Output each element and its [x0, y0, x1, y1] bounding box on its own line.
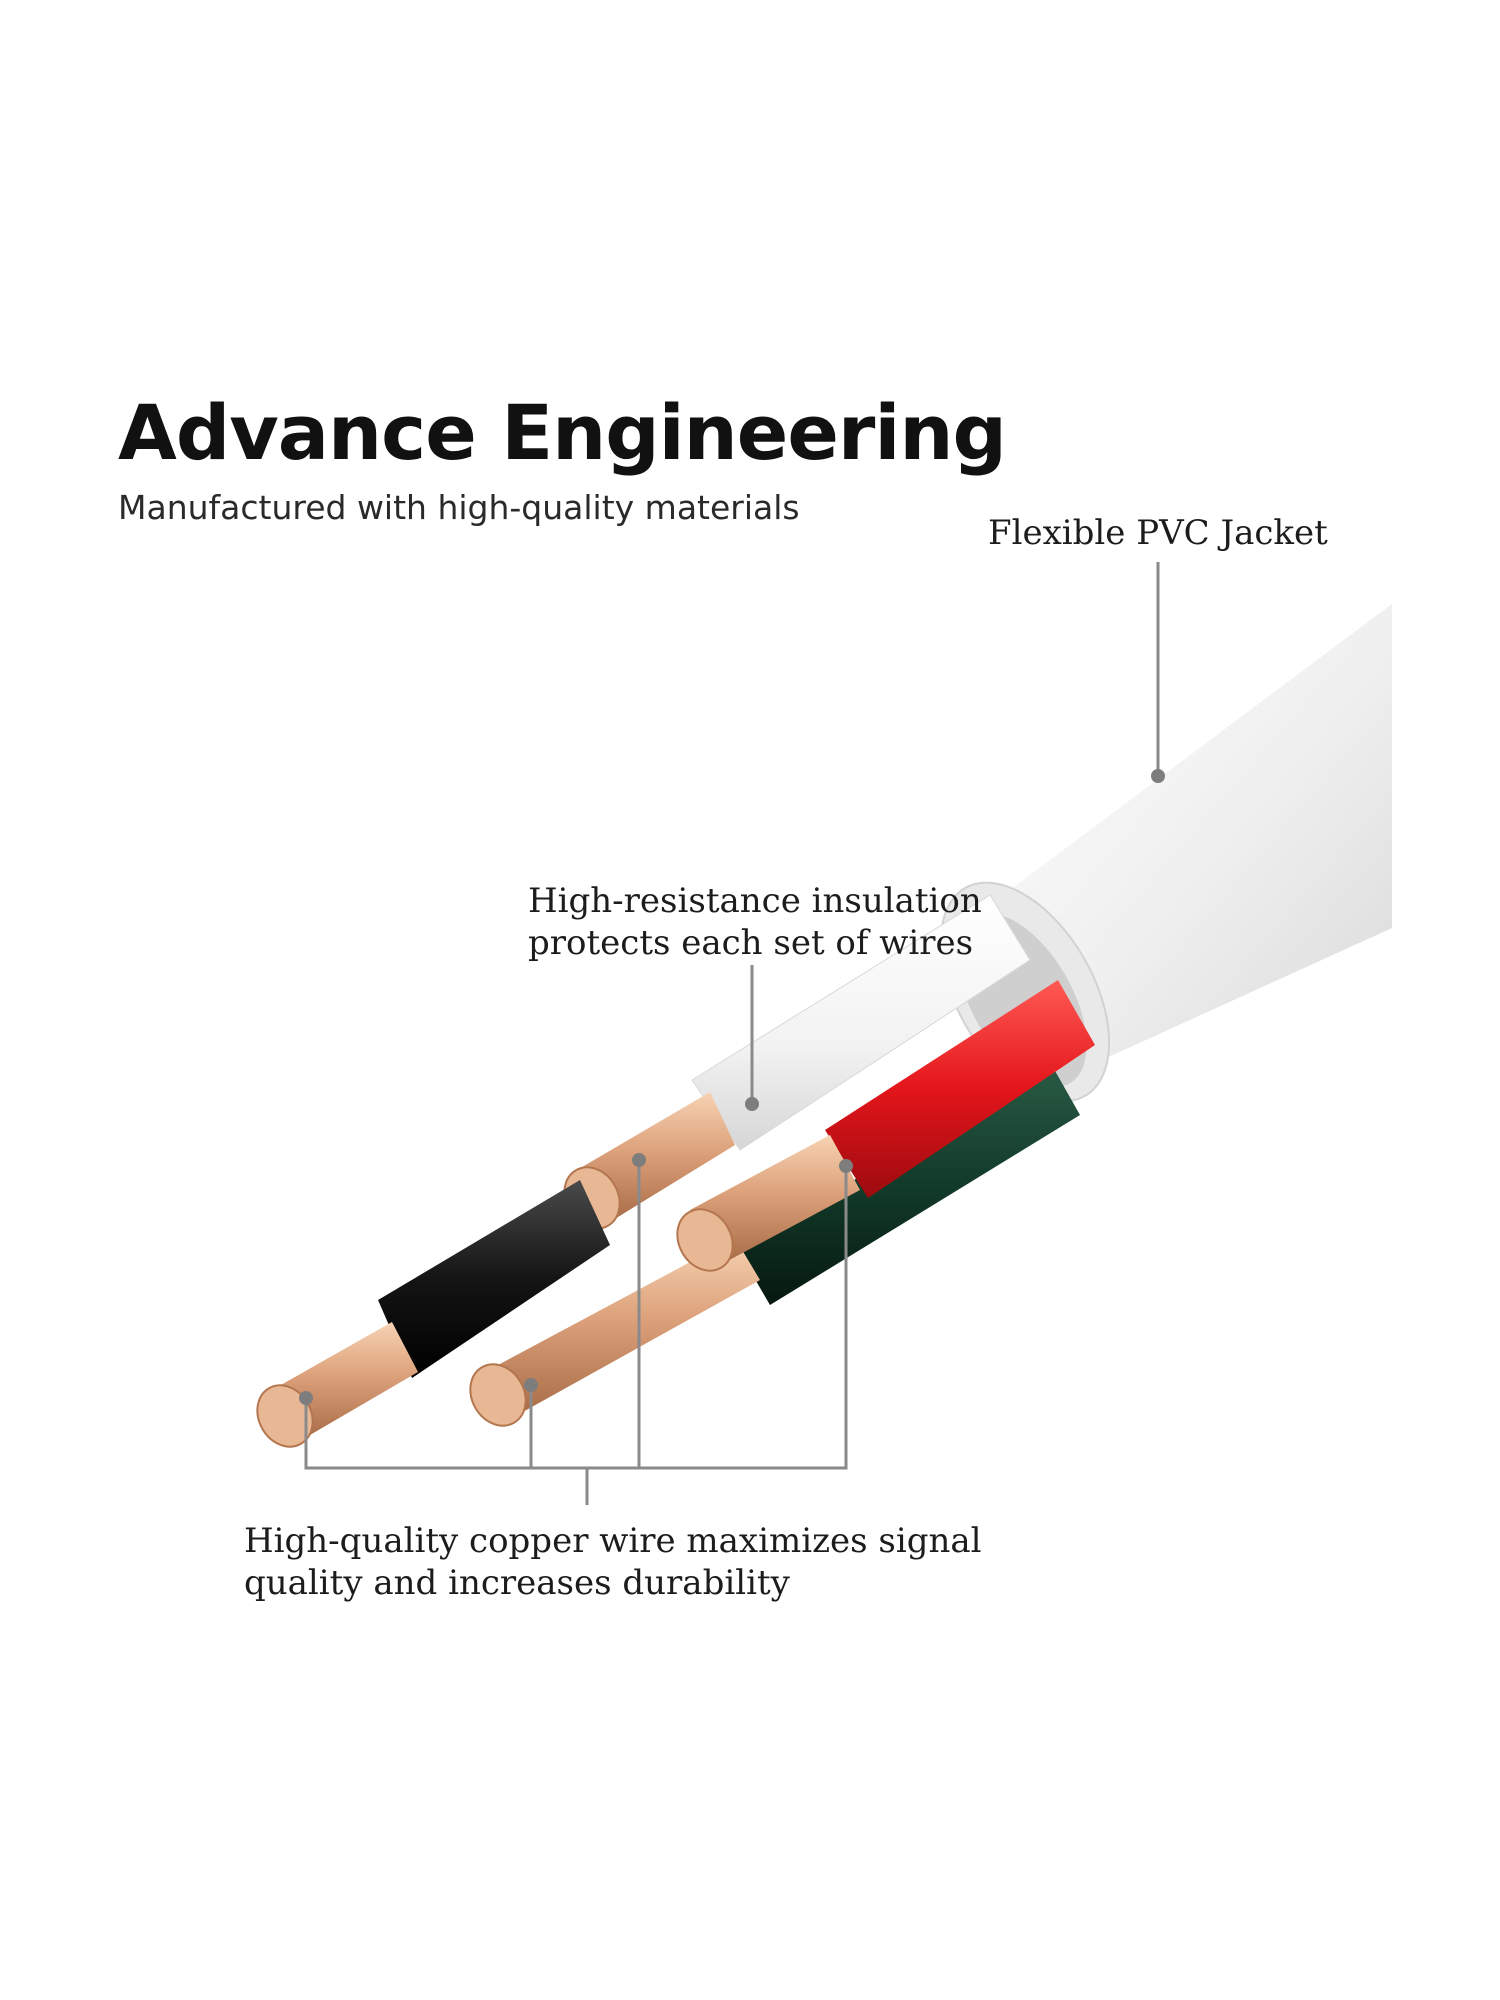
copper-dot-1 — [299, 1391, 313, 1405]
leader-lines — [304, 562, 1160, 1505]
copper-tip-4 — [469, 1363, 527, 1427]
page-subtitle: Manufactured with high-quality materials — [118, 488, 800, 527]
copper-tip-3 — [676, 1208, 734, 1272]
callout-pvc-jacket: Flexible PVC Jacket — [988, 512, 1328, 554]
copper-conductor-3 — [690, 1135, 860, 1265]
jacket-dot — [1151, 769, 1165, 783]
insulation-dot — [745, 1097, 759, 1111]
copper-dot-2 — [524, 1378, 538, 1392]
red-wire-insulation — [825, 980, 1095, 1198]
copper-dot-3 — [632, 1153, 646, 1167]
black-wire-insulation — [378, 1180, 610, 1378]
green-wire-insulation — [738, 1062, 1080, 1305]
copper-bracket — [304, 1170, 848, 1470]
callout-insulation: High-resistance insulation protects each… — [528, 880, 982, 964]
callout-pvc-jacket-text: Flexible PVC Jacket — [988, 513, 1328, 553]
callout-insulation-line1: High-resistance insulation — [528, 881, 982, 921]
copper-conductor-4 — [485, 1238, 760, 1418]
copper-dot-4 — [839, 1159, 853, 1173]
leader-dots — [299, 769, 1165, 1405]
callout-copper-wire: High-quality copper wire maximizes signa… — [244, 1520, 982, 1604]
callout-copper-line1: High-quality copper wire maximizes signa… — [244, 1521, 982, 1561]
callout-insulation-line2: protects each set of wires — [528, 923, 974, 963]
callout-copper-line2: quality and increases durability — [244, 1563, 790, 1603]
pvc-jacket-body — [990, 604, 1392, 1070]
page-title: Advance Engineering — [118, 388, 1007, 477]
